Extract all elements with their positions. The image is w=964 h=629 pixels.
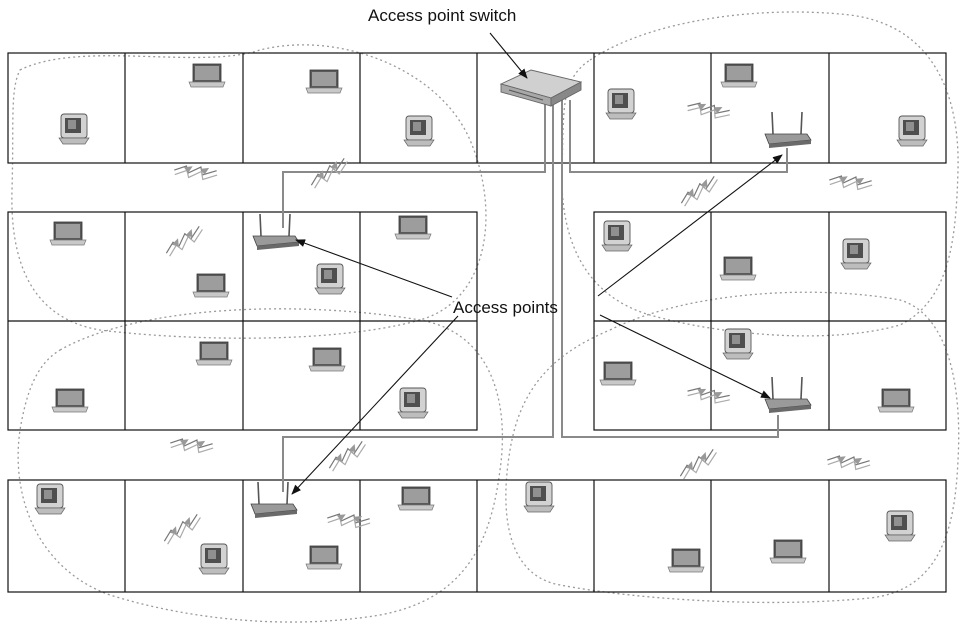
wireless-signals [158,92,875,546]
laptop-icon [394,215,432,240]
wireless-signal-icon [305,157,353,190]
wireless-signal-icon [825,446,873,479]
access-point-icon-top-right [764,111,812,149]
wireless-signal-icon [325,504,373,537]
desktop-computer-icon [198,543,230,575]
desktop-computer-icon [403,115,435,147]
wireless-signal-icon [827,166,875,199]
arrow-to-ap-bottom-left [291,315,459,495]
arrow-to-ap-top-right [597,154,783,297]
desktop-computer-icon [34,483,66,515]
desktop-computer-icon [722,328,754,360]
laptop-icon [188,63,226,88]
desktop-computer-icon [397,387,429,419]
laptop-icon [599,361,637,386]
access-points-label: Access points [453,298,558,317]
desktop-computer-icon [601,220,633,252]
arrow-to-ap-bottom-right [599,314,771,399]
laptop-icon [719,256,757,281]
coverage-area-top-right [561,11,959,337]
laptop-icon [308,347,346,372]
laptop-icon [305,545,343,570]
wireless-signal-icon [685,377,733,414]
coverage-area-bottom-right [505,291,960,604]
arrow-to-switch [489,32,528,79]
arrow-to-ap-top-left [295,239,453,298]
cable-to-ap-bottom-right [561,100,779,438]
desktop-computers [34,88,928,575]
desktop-computer-icon [884,510,916,542]
laptop-icon [769,539,807,564]
network-cables [282,100,788,492]
laptop-icon [49,221,87,246]
wireless-signal-icon [158,513,206,546]
coverage-area-top-left [11,44,487,339]
access-point-icon-bottom-right [764,376,812,414]
floor-plan-walls [7,52,947,593]
callout-arrows [291,32,783,495]
wireless-signal-icon [168,429,216,462]
desktop-computer-icon [840,238,872,270]
laptop-icon [720,63,758,88]
laptop-icon [877,388,915,413]
desktop-computer-icon [605,88,637,120]
desktop-computer-icon [523,481,555,513]
access-point-icon-bottom-left [250,481,298,519]
wireless-signal-icon [323,440,371,473]
access-point-switch-label: Access point switch [368,6,517,25]
desktop-computer-icon [314,263,346,295]
laptop-icon [51,388,89,413]
laptop-icon [667,548,705,573]
desktop-computer-icon [896,115,928,147]
laptop-icon [195,341,233,366]
cable-to-ap-bottom-left [282,100,554,492]
cable-to-ap-top-left [282,100,546,228]
wireless-signal-icon [674,448,722,481]
desktop-computer-icon [58,113,90,145]
wireless-signal-icon [172,156,220,189]
access-point-icon-top-left [252,213,300,251]
laptop-icon [397,486,435,511]
wireless-signal-icon [675,175,723,208]
cable-to-ap-top-right [569,100,788,173]
laptop-icon [192,273,230,298]
wireless-signal-icon [160,225,208,258]
laptop-icon [305,69,343,94]
coverage-area-bottom-left [17,308,504,623]
wireless-signal-icon [685,92,733,129]
